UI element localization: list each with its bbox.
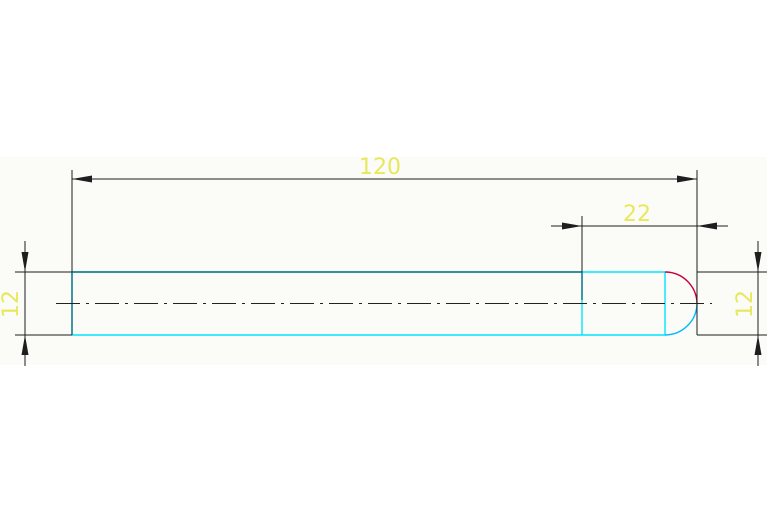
dimension-overall-length	[71, 170, 698, 272]
arrow-top-right-12	[754, 252, 762, 272]
arrow-left-22	[562, 222, 582, 230]
arrow-bottom-left-12	[21, 335, 29, 355]
dimension-left-diameter	[15, 241, 72, 366]
arrow-bottom-right-12	[754, 335, 762, 355]
dimension-text-120: 120	[359, 155, 401, 180]
arrow-top-left-12	[21, 252, 29, 272]
end-arc-lower	[664, 303, 698, 336]
dimension-end-length	[551, 216, 728, 272]
arrow-right-22	[697, 222, 717, 230]
dimension-text-right-12: 12	[733, 290, 758, 318]
arrow-left-120	[72, 175, 92, 183]
drawing-canvas	[0, 157, 767, 365]
dimension-right-diameter	[697, 241, 767, 366]
end-arc-upper	[664, 271, 698, 304]
dimension-text-left-12: 12	[0, 290, 24, 318]
dimension-text-22: 22	[623, 202, 651, 227]
arrow-right-120	[677, 175, 697, 183]
